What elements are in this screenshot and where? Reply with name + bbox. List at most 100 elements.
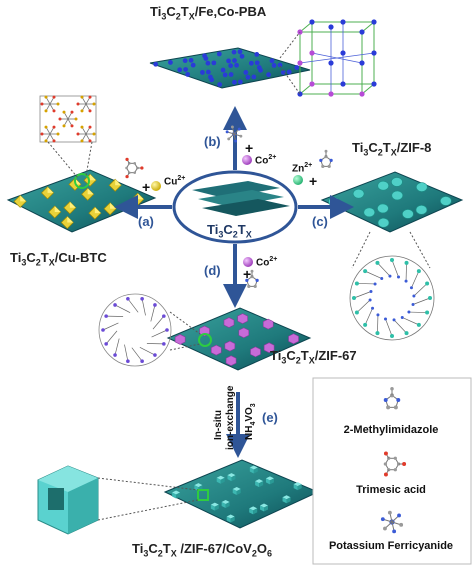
lattice-node xyxy=(340,19,346,25)
btc-atom xyxy=(40,132,44,136)
mol-atom xyxy=(140,166,144,170)
zif-67-node xyxy=(113,353,117,357)
mol-atom xyxy=(319,158,323,162)
cube-left xyxy=(210,504,215,511)
cube-left xyxy=(232,488,237,495)
zif-8-bond xyxy=(402,317,420,326)
btc-atom xyxy=(88,125,92,129)
plus-c: + xyxy=(309,173,318,189)
zif-8-node xyxy=(363,269,368,274)
pba-particle xyxy=(228,72,234,77)
zif67-sheet xyxy=(166,307,312,371)
mol-atom xyxy=(386,405,391,410)
zif-67-crystal xyxy=(210,344,222,356)
pba-particle xyxy=(202,53,207,59)
cu-btc-crystals xyxy=(13,173,145,230)
legend-box xyxy=(312,377,472,565)
zif-8-bond xyxy=(377,262,391,277)
zif-8-node xyxy=(409,286,413,290)
zif-67-crystal xyxy=(250,346,261,358)
zif-8-node xyxy=(412,294,416,298)
btc-zoom-circle xyxy=(74,173,90,189)
mol-atom xyxy=(383,462,388,466)
mol-atom xyxy=(253,284,257,288)
mol-atom xyxy=(230,125,234,129)
legend-label-ferricyanide: Potassium Ferricyanide xyxy=(328,540,454,552)
btc-atom xyxy=(70,124,74,128)
zif8-zoom-line-2 xyxy=(409,231,431,269)
zif-8-node xyxy=(404,279,408,283)
btc-atom xyxy=(44,109,48,113)
zif-67-crystal xyxy=(262,318,274,330)
pba-particle xyxy=(217,82,223,87)
pba-particle xyxy=(269,58,275,64)
pba-particle xyxy=(177,67,183,73)
zif-67-bond xyxy=(114,338,120,356)
zif-8-node xyxy=(411,303,415,307)
lattice-node xyxy=(371,50,377,56)
cube-right xyxy=(269,478,274,485)
cube-left xyxy=(221,501,226,508)
btc-atom xyxy=(80,139,84,143)
zif-67-crystal xyxy=(174,334,186,345)
zif-8-particle xyxy=(440,196,452,206)
mol-atom xyxy=(125,174,129,179)
pba-particle xyxy=(153,61,159,67)
mol-atom xyxy=(383,451,388,456)
cube-right xyxy=(225,501,230,508)
zif-8-node xyxy=(400,315,404,319)
step-e-label: (e) xyxy=(262,410,278,425)
btc-atom xyxy=(44,139,48,143)
zif-8-bond xyxy=(364,270,382,279)
zif-67-node xyxy=(162,342,166,346)
zif-8-node xyxy=(407,310,411,314)
cube-left xyxy=(249,508,254,515)
pba-particle xyxy=(188,57,194,63)
co-ion-ball-d xyxy=(243,257,253,267)
pba-particle xyxy=(237,79,243,85)
zif-67-node xyxy=(153,303,157,307)
btc-atom xyxy=(52,125,56,129)
lattice-node xyxy=(328,60,334,66)
zif8-title: Ti3C2TX/ZIF-8 xyxy=(352,140,432,158)
btc-atom xyxy=(80,109,84,113)
cube-right xyxy=(253,467,258,474)
zif-8-node xyxy=(373,282,377,286)
mol-atom xyxy=(387,510,392,515)
zif-67-node xyxy=(113,303,117,307)
cube-left xyxy=(260,505,265,512)
mol-atom xyxy=(255,278,259,282)
lattice-node xyxy=(297,60,303,66)
btc-atom xyxy=(52,139,56,143)
plus-d: + xyxy=(243,266,252,282)
pba-particle xyxy=(251,74,257,80)
mol-atom xyxy=(383,397,388,402)
btc-atom xyxy=(88,109,92,113)
pba-particle xyxy=(237,49,243,55)
pba-particle xyxy=(185,72,191,77)
pba-particle xyxy=(228,63,234,69)
zif-67-bond xyxy=(139,347,156,356)
cu-btc-facet xyxy=(115,179,122,186)
btc-atom xyxy=(52,109,56,113)
lattice-node xyxy=(340,50,346,56)
lattice-node xyxy=(359,91,365,97)
zif-67-node xyxy=(153,353,157,357)
btc-atom xyxy=(44,95,48,99)
pba-particle xyxy=(256,65,262,70)
pba-particle xyxy=(205,60,211,66)
cube-right xyxy=(297,484,302,491)
zif-67-bond xyxy=(105,330,118,345)
zif-67-bond xyxy=(124,344,129,362)
lattice-node xyxy=(309,19,315,25)
zif67-title: Ti3C2TX/ZIF-67 xyxy=(270,348,357,366)
mol-atom xyxy=(397,513,401,518)
mol-atom xyxy=(239,134,243,138)
zif-8-particle xyxy=(352,188,365,199)
zn-ion-label: Zn2+ xyxy=(292,162,313,175)
zif-67-bond xyxy=(102,322,119,331)
mol-atom xyxy=(125,166,128,170)
cov-sheet xyxy=(163,459,320,529)
zif-8-node xyxy=(354,281,359,286)
